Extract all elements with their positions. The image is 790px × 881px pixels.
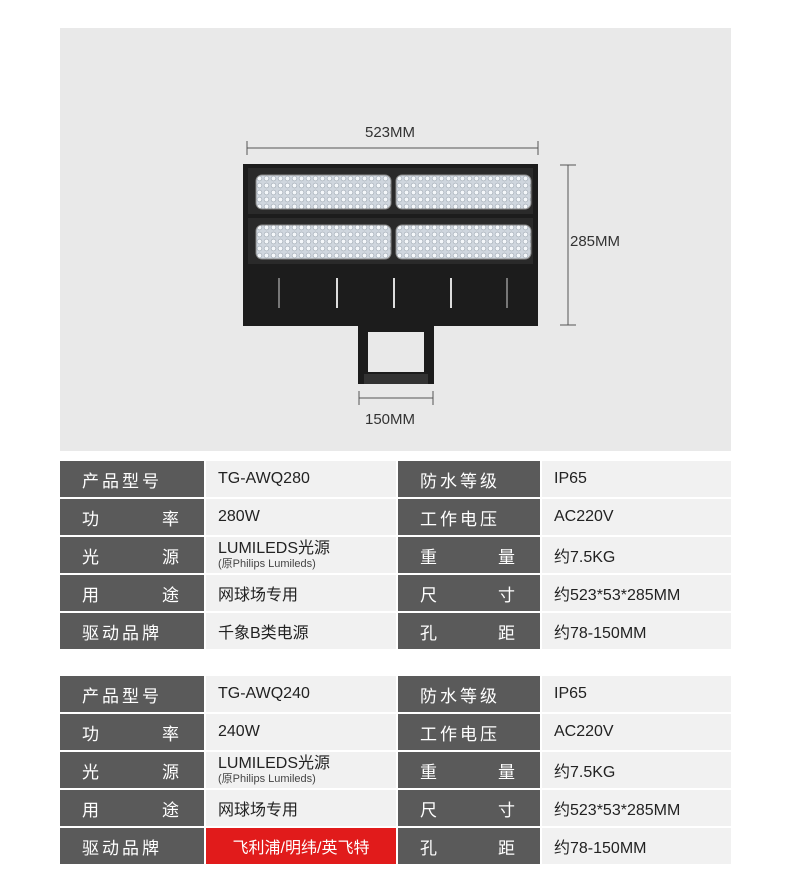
floodlight-illustration — [243, 141, 576, 405]
value-voltage: AC220V — [542, 499, 731, 535]
value-driver-highlighted: 飞利浦/明纬/英飞特 — [206, 828, 396, 864]
label-hole-distance: 孔距 — [398, 828, 540, 864]
label-driver: 驱动品牌 — [60, 828, 204, 864]
label-voltage: 工作电压 — [398, 499, 540, 535]
value-power: 280W — [206, 499, 396, 535]
label-light-source: 光源 — [60, 537, 204, 573]
label-voltage: 工作电压 — [398, 714, 540, 750]
label-weight: 重量 — [398, 752, 540, 788]
table-row: 光源 LUMILEDS光源 (原Philips Lumileds) 重量 约7.… — [60, 752, 731, 790]
label-hole-distance: 孔距 — [398, 613, 540, 649]
label-weight: 重量 — [398, 537, 540, 573]
value-hole-distance: 约78-150MM — [542, 613, 731, 649]
table-row: 驱动品牌 飞利浦/明纬/英飞特 孔距 约78-150MM — [60, 828, 731, 866]
value-model: TG-AWQ280 — [206, 461, 396, 497]
light-source-sub: (原Philips Lumileds) — [218, 772, 316, 785]
label-usage: 用途 — [60, 575, 204, 611]
label-size: 尺寸 — [398, 790, 540, 826]
label-driver: 驱动品牌 — [60, 613, 204, 649]
bracket-dimension-label: 150MM — [365, 411, 416, 428]
label-waterproof: 防水等级 — [398, 676, 540, 712]
light-source-sub: (原Philips Lumileds) — [218, 557, 316, 570]
label-light-source: 光源 — [60, 752, 204, 788]
label-power: 功率 — [60, 499, 204, 535]
label-waterproof: 防水等级 — [398, 461, 540, 497]
light-source-main: LUMILEDS光源 — [218, 540, 331, 558]
product-photo: 523MM 285MM 150MM — [60, 28, 731, 451]
value-light-source: LUMILEDS光源 (原Philips Lumileds) — [206, 752, 396, 788]
table-row: 用途 网球场专用 尺寸 约523*53*285MM — [60, 790, 731, 828]
value-weight: 约7.5KG — [542, 752, 731, 788]
label-size: 尺寸 — [398, 575, 540, 611]
label-model: 产品型号 — [60, 461, 204, 497]
label-power: 功率 — [60, 714, 204, 750]
value-voltage: AC220V — [542, 714, 731, 750]
value-size: 约523*53*285MM — [542, 790, 731, 826]
table-row: 功率 280W 工作电压 AC220V — [60, 499, 731, 537]
label-model: 产品型号 — [60, 676, 204, 712]
value-waterproof: IP65 — [542, 461, 731, 497]
height-dimension-label: 285MM — [570, 233, 621, 250]
value-waterproof: IP65 — [542, 676, 731, 712]
table-row: 产品型号 TG-AWQ280 防水等级 IP65 — [60, 461, 731, 499]
table-row: 产品型号 TG-AWQ240 防水等级 IP65 — [60, 676, 731, 714]
light-source-main: LUMILEDS光源 — [218, 755, 331, 773]
value-light-source: LUMILEDS光源 (原Philips Lumileds) — [206, 537, 396, 573]
value-hole-distance: 约78-150MM — [542, 828, 731, 864]
table-row: 光源 LUMILEDS光源 (原Philips Lumileds) 重量 约7.… — [60, 537, 731, 575]
value-usage: 网球场专用 — [206, 575, 396, 611]
value-size: 约523*53*285MM — [542, 575, 731, 611]
label-usage: 用途 — [60, 790, 204, 826]
value-usage: 网球场专用 — [206, 790, 396, 826]
value-weight: 约7.5KG — [542, 537, 731, 573]
value-model: TG-AWQ240 — [206, 676, 396, 712]
width-dimension-label: 523MM — [365, 124, 416, 141]
value-power: 240W — [206, 714, 396, 750]
table-row: 功率 240W 工作电压 AC220V — [60, 714, 731, 752]
table-row: 用途 网球场专用 尺寸 约523*53*285MM — [60, 575, 731, 613]
table-row: 驱动品牌 千象B类电源 孔距 约78-150MM — [60, 613, 731, 651]
value-driver: 千象B类电源 — [206, 613, 396, 649]
